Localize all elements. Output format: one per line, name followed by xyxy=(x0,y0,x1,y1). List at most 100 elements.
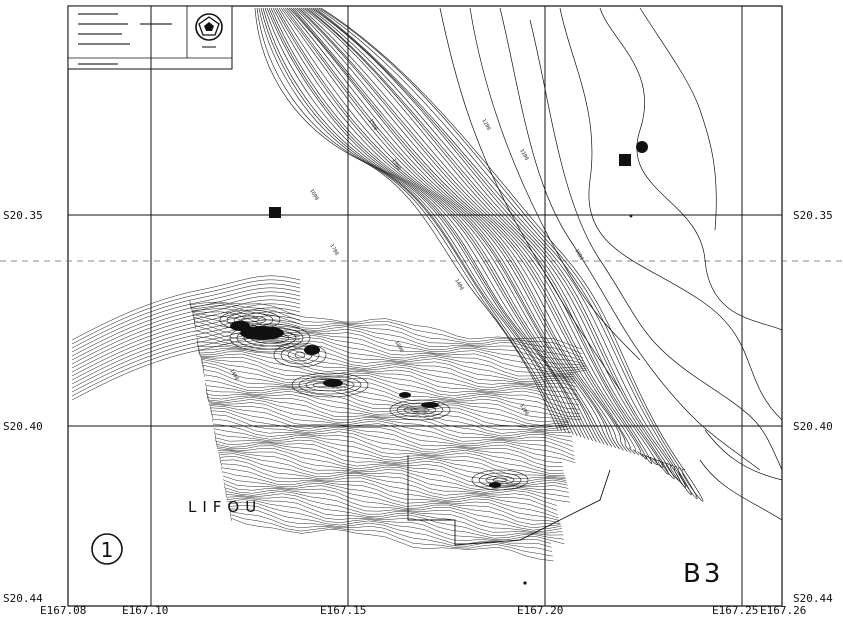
contour-line xyxy=(217,450,569,489)
contour-ring xyxy=(410,407,430,413)
markers xyxy=(269,141,648,585)
contour-value-label: 1300 xyxy=(390,158,401,171)
contour-line xyxy=(704,429,783,481)
contour-lines xyxy=(71,7,783,562)
contour-value-label: 1200 xyxy=(518,403,529,416)
contour-line xyxy=(71,279,301,345)
contour-line xyxy=(208,402,574,447)
contour-line xyxy=(71,287,301,353)
lon-label-5: E167.25 xyxy=(712,604,758,617)
contour-line xyxy=(529,19,783,471)
contour-line xyxy=(308,7,669,475)
contour-line xyxy=(222,475,560,521)
contour-ring xyxy=(294,351,306,359)
contour-ring xyxy=(280,345,320,365)
lon-label-6: E167.26 xyxy=(760,604,806,617)
contour-line xyxy=(215,437,566,480)
lon-label-3: E167.15 xyxy=(320,604,366,617)
contour-line xyxy=(260,7,570,434)
survey-gap-fill xyxy=(230,321,250,331)
contour-line xyxy=(227,499,564,540)
contour-line xyxy=(207,392,572,434)
contour-line xyxy=(256,7,563,432)
contour-line xyxy=(71,299,301,365)
survey-gap-fill xyxy=(489,482,501,488)
contour-line xyxy=(219,453,570,498)
contour-line xyxy=(209,403,574,452)
contour-line xyxy=(439,7,621,391)
lon-label-2: E167.10 xyxy=(122,604,168,617)
contour-ring xyxy=(396,402,444,418)
contour-ring xyxy=(403,405,437,415)
contour-line xyxy=(316,7,692,496)
contour-line xyxy=(300,7,647,460)
contour-ring xyxy=(229,323,311,353)
station-square-1 xyxy=(269,207,281,218)
contour-line xyxy=(223,479,560,523)
contour-line xyxy=(284,7,616,449)
contour-line xyxy=(228,505,552,544)
lat-label-left-2: S20.40 xyxy=(3,420,43,433)
lon-label-1: E167.08 xyxy=(40,604,86,617)
contour-line xyxy=(268,7,586,439)
contour-ring xyxy=(492,477,508,483)
contour-line xyxy=(280,7,609,446)
contour-line xyxy=(228,501,565,545)
contour-line xyxy=(195,325,574,376)
contour-ring xyxy=(389,399,451,421)
contour-line xyxy=(226,497,564,537)
contour-line xyxy=(559,7,783,421)
survey-gap-fill xyxy=(240,326,284,340)
contour-line xyxy=(254,7,559,431)
contour-value-label: 1500 xyxy=(367,118,378,131)
area-name-label: LIFOU xyxy=(188,498,262,516)
contour-ring xyxy=(298,375,362,395)
contour-line xyxy=(202,365,582,420)
contour-line xyxy=(290,7,628,452)
contour-line xyxy=(318,7,698,499)
contour-ring xyxy=(471,469,529,491)
contour-ring xyxy=(226,312,274,328)
logo-icon xyxy=(195,13,223,48)
map-frame xyxy=(67,5,783,607)
graticule xyxy=(68,6,782,606)
contour-line xyxy=(213,428,565,474)
contour-value-label: 1000 xyxy=(573,248,584,261)
contour-line xyxy=(208,399,573,442)
contour-line xyxy=(204,379,570,426)
contour-line xyxy=(274,7,597,443)
survey-gap-fill xyxy=(323,379,343,387)
lat-label-left-3: S20.44 xyxy=(3,592,43,605)
contour-line xyxy=(213,423,564,471)
contour-line xyxy=(212,418,563,468)
contour-line xyxy=(206,389,571,432)
contour-line xyxy=(258,7,566,433)
contour-line xyxy=(195,330,575,377)
lat-label-right-2: S20.40 xyxy=(793,420,833,433)
contour-line xyxy=(211,414,563,464)
lat-label-right-1: S20.35 xyxy=(793,209,833,222)
lat-label-right-3: S20.44 xyxy=(793,592,833,605)
contour-line xyxy=(199,351,578,396)
contour-line xyxy=(223,482,561,525)
contour-value-label: 1200 xyxy=(480,118,491,131)
contour-line xyxy=(217,447,568,486)
contour-line xyxy=(699,459,783,521)
contour-line xyxy=(71,303,301,369)
contour-line xyxy=(230,514,553,557)
contour-line xyxy=(272,7,593,441)
contour-line xyxy=(306,7,664,469)
contour-ring xyxy=(291,372,369,398)
contour-value-label: 1400 xyxy=(453,278,464,291)
contour-line xyxy=(225,488,562,531)
station-square-2 xyxy=(619,154,631,166)
contour-line xyxy=(310,7,675,480)
contour-line xyxy=(71,275,301,341)
contour-line xyxy=(599,7,783,331)
contour-line xyxy=(205,386,571,431)
contour-line xyxy=(198,344,577,387)
contour-line xyxy=(71,335,301,401)
lon-label-4: E167.20 xyxy=(517,604,563,617)
contour-ring xyxy=(305,378,355,392)
